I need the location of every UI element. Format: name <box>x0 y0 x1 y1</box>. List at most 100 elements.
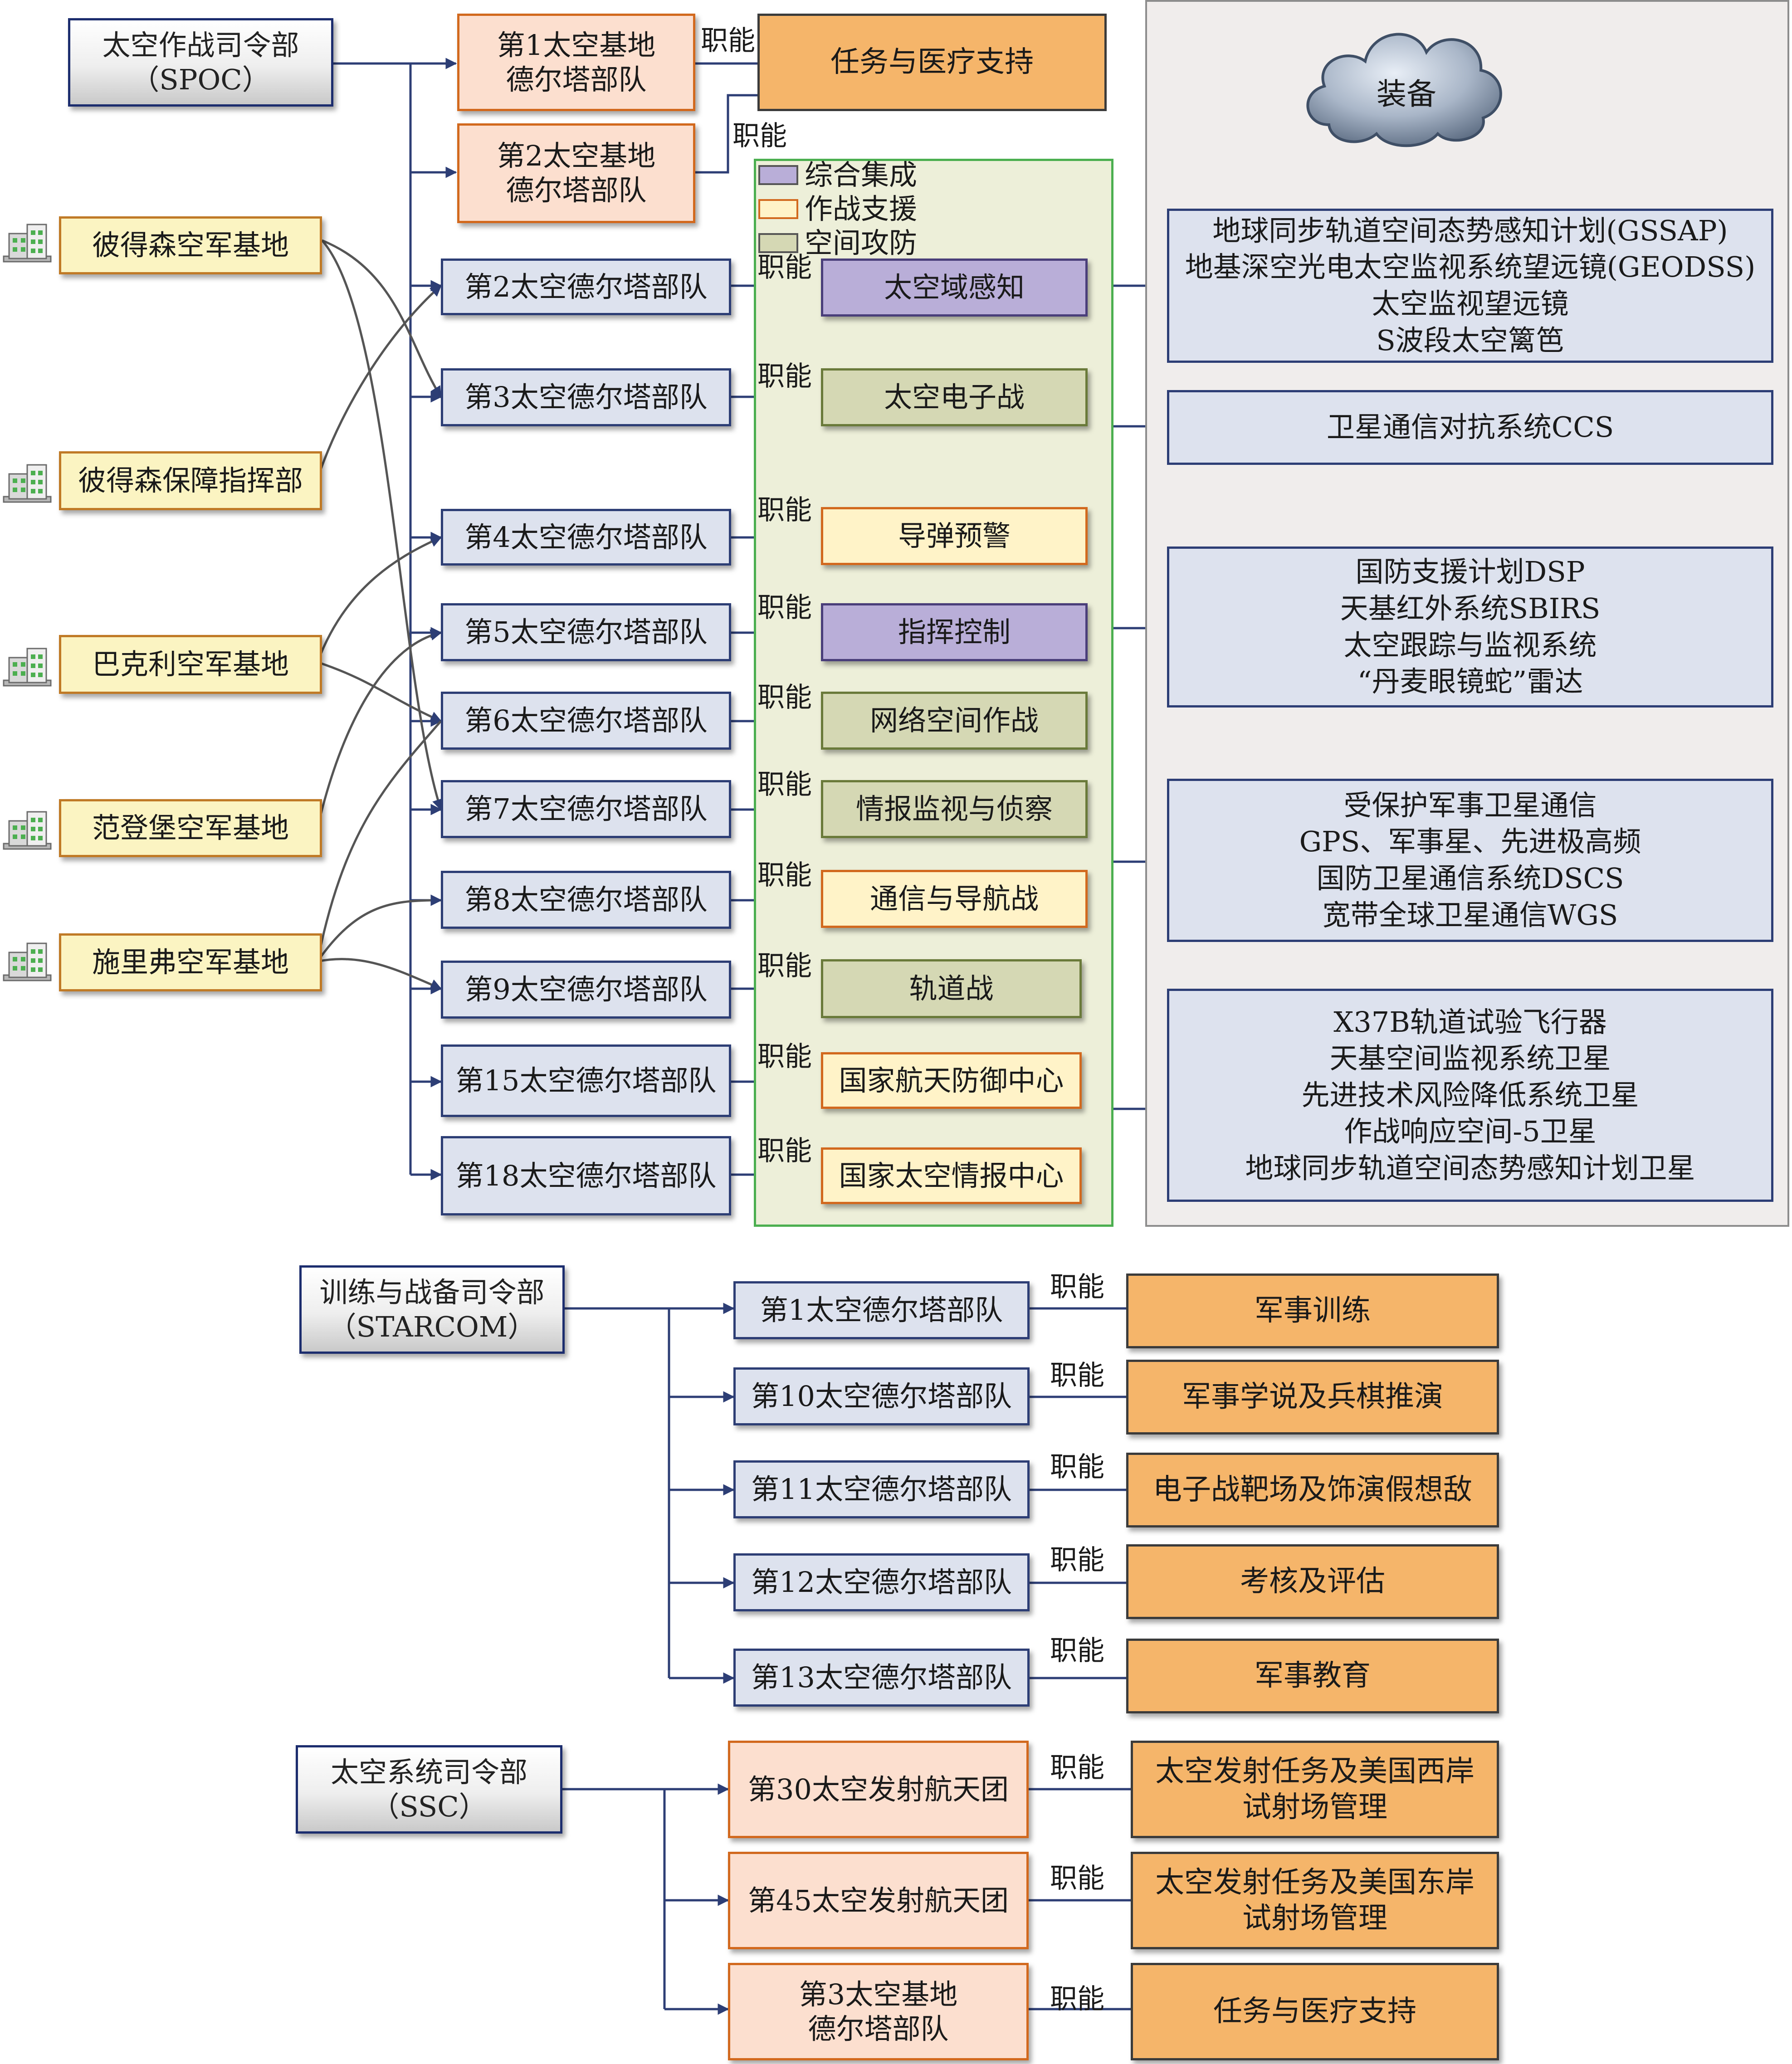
function-text: 军事训练 <box>1255 1294 1371 1328</box>
function-text: 网络空间作战 <box>869 704 1039 737</box>
unit-name: 第30太空发射航天团 <box>748 1772 1009 1806</box>
equipment-group-orbital[interactable]: X37B轨道试验飞行器 天基空间监视系统卫星 先进技术风险降低系统卫星 作战响应… <box>1167 989 1773 1202</box>
function-test-evaluation[interactable]: 考核及评估 <box>1126 1544 1499 1619</box>
legend-swatch <box>758 233 798 253</box>
function-cyberspace-operations[interactable]: 网络空间作战 <box>821 692 1088 750</box>
launch-wing-30[interactable]: 第30太空发射航天团 <box>728 1741 1029 1838</box>
unit-name: 第3太空基地 <box>799 1977 958 2011</box>
starcom-command[interactable]: 训练与战备司令部 （STARCOM） <box>299 1265 565 1354</box>
legend-label: 作战支援 <box>805 192 918 225</box>
delta-unit-5[interactable]: 第5太空德尔塔部队 <box>441 603 731 661</box>
function-orbital-warfare[interactable]: 轨道战 <box>821 959 1082 1018</box>
function-label: 职能 <box>757 1135 812 1167</box>
equipment-item: 卫星通信对抗系统CCS <box>1326 410 1614 444</box>
starcom-delta-1[interactable]: 第1太空德尔塔部队 <box>733 1281 1030 1339</box>
space-base-delta[interactable]: 第2太空基地 德尔塔部队 <box>457 123 695 223</box>
location-buckley-afb[interactable]: 巴克利空军基地 <box>59 635 322 694</box>
delta-unit-18[interactable]: 第18太空德尔塔部队 <box>441 1136 731 1215</box>
function-text: 试射场管理 <box>1242 1901 1387 1935</box>
space-base-delta-3[interactable]: 第3太空基地 德尔塔部队 <box>728 1963 1029 2060</box>
function-label: 职能 <box>757 1041 812 1073</box>
space-base-delta[interactable]: 第1太空基地 德尔塔部队 <box>457 14 695 111</box>
legend-support: 作战支援 <box>758 195 917 223</box>
function-label: 职能 <box>732 120 787 152</box>
function-mission-medical[interactable]: 任务与医疗支持 <box>757 14 1107 111</box>
equipment-group-space-awareness[interactable]: 地球同步轨道空间态势感知计划(GSSAP) 地基深空光电太空监视系统望远镜(GE… <box>1167 209 1773 363</box>
delta-unit-4[interactable]: 第4太空德尔塔部队 <box>441 509 731 566</box>
unit-name: 第9太空德尔塔部队 <box>464 973 708 1006</box>
starcom-delta-10[interactable]: 第10太空德尔塔部队 <box>733 1367 1030 1425</box>
location-peterson-garrison[interactable]: 彼得森保障指挥部 <box>59 451 322 510</box>
function-east-coast-launch[interactable]: 太空发射任务及美国东岸 试射场管理 <box>1131 1852 1499 1949</box>
function-national-space-defense-center[interactable]: 国家航天防御中心 <box>821 1052 1082 1109</box>
function-label: 职能 <box>757 361 812 392</box>
delta-unit-6[interactable]: 第6太空德尔塔部队 <box>441 692 731 750</box>
location-schriever-afb[interactable]: 施里弗空军基地 <box>59 933 322 991</box>
launch-wing-45[interactable]: 第45太空发射航天团 <box>728 1852 1029 1949</box>
location-vandenberg-afb[interactable]: 范登堡空军基地 <box>59 799 322 857</box>
function-mission-medical-ssc[interactable]: 任务与医疗支持 <box>1131 1963 1499 2060</box>
function-west-coast-launch[interactable]: 太空发射任务及美国西岸 试射场管理 <box>1131 1741 1499 1838</box>
unit-name: 第45太空发射航天团 <box>748 1883 1009 1917</box>
delta-unit-9[interactable]: 第9太空德尔塔部队 <box>441 961 731 1019</box>
function-navigation-warfare[interactable]: 通信与导航战 <box>821 870 1088 928</box>
location-name: 巴克利空军基地 <box>92 648 289 681</box>
unit-name: 第3太空德尔塔部队 <box>464 381 708 414</box>
function-label: 职能 <box>1050 1863 1104 1894</box>
function-military-education[interactable]: 军事教育 <box>1126 1639 1499 1713</box>
function-label: 职能 <box>1050 1451 1104 1483</box>
starcom-delta-12[interactable]: 第12太空德尔塔部队 <box>733 1553 1030 1611</box>
location-name: 施里弗空军基地 <box>92 946 289 979</box>
function-label: 职能 <box>757 859 812 891</box>
function-label: 职能 <box>757 252 812 283</box>
unit-name: 第1太空基地 <box>497 28 656 62</box>
delta-unit-3[interactable]: 第3太空德尔塔部队 <box>441 368 731 426</box>
command-abbr: （STARCOM） <box>328 1310 536 1343</box>
unit-name: 第1太空德尔塔部队 <box>760 1293 1003 1327</box>
command-abbr: （SSC） <box>371 1790 487 1823</box>
legend-integration: 综合集成 <box>758 161 917 189</box>
delta-unit-7[interactable]: 第7太空德尔塔部队 <box>441 780 731 838</box>
equipment-group-satcom[interactable]: 受保护军事卫星通信 GPS、军事星、先进极高频 国防卫星通信系统DSCS 宽带全… <box>1167 779 1773 942</box>
function-text: 试射场管理 <box>1242 1790 1387 1824</box>
equipment-item: X37B轨道试验飞行器 <box>1333 1005 1607 1039</box>
unit-name: 第18太空德尔塔部队 <box>455 1159 717 1192</box>
location-name: 彼得森保障指挥部 <box>78 464 303 498</box>
function-doctrine-wargaming[interactable]: 军事学说及兵棋推演 <box>1126 1360 1499 1435</box>
equipment-item: 天基红外系统SBIRS <box>1340 591 1601 625</box>
function-text: 通信与导航战 <box>869 882 1039 916</box>
function-military-training[interactable]: 军事训练 <box>1126 1274 1499 1348</box>
unit-name: 第5太空德尔塔部队 <box>464 615 708 649</box>
function-space-domain-awareness[interactable]: 太空域感知 <box>821 259 1088 317</box>
delta-unit-15[interactable]: 第15太空德尔塔部队 <box>441 1044 731 1117</box>
function-command-control[interactable]: 指挥控制 <box>821 603 1088 661</box>
function-national-space-intelligence-center[interactable]: 国家太空情报中心 <box>821 1147 1082 1204</box>
location-name: 范登堡空军基地 <box>92 811 289 845</box>
function-isr[interactable]: 情报监视与侦察 <box>821 780 1088 838</box>
location-peterson-afb[interactable]: 彼得森空军基地 <box>59 216 322 274</box>
function-label: 职能 <box>757 592 812 624</box>
function-label: 职能 <box>757 682 812 713</box>
equipment-item: 作战响应空间-5卫星 <box>1344 1115 1597 1148</box>
unit-name: 德尔塔部队 <box>506 174 647 207</box>
equipment-group-missile-warning[interactable]: 国防支援计划DSP 天基红外系统SBIRS 太空跟踪与监视系统 “丹麦眼镜蛇”雷… <box>1167 546 1773 708</box>
function-ew-range-aggressor[interactable]: 电子战靶场及饰演假想敌 <box>1126 1453 1499 1527</box>
starcom-delta-11[interactable]: 第11太空德尔塔部队 <box>733 1460 1030 1518</box>
delta-unit-2[interactable]: 第2太空德尔塔部队 <box>441 259 731 315</box>
function-label: 职能 <box>1050 1635 1104 1667</box>
spoc-command[interactable]: 太空作战司令部 （SPOC） <box>68 18 333 107</box>
building-icon <box>3 648 52 687</box>
building-icon <box>3 811 52 850</box>
function-space-electronic-warfare[interactable]: 太空电子战 <box>821 368 1088 426</box>
equipment-item: 宽带全球卫星通信WGS <box>1322 898 1618 932</box>
starcom-delta-13[interactable]: 第13太空德尔塔部队 <box>733 1649 1030 1707</box>
function-text: 国家太空情报中心 <box>839 1159 1064 1192</box>
ssc-command[interactable]: 太空系统司令部 （SSC） <box>296 1745 562 1834</box>
function-text: 情报监视与侦察 <box>855 792 1053 826</box>
unit-name: 第7太空德尔塔部队 <box>464 792 708 826</box>
function-text: 电子战靶场及饰演假想敌 <box>1153 1473 1472 1507</box>
unit-name: 第15太空德尔塔部队 <box>455 1064 717 1098</box>
equipment-group-electronic-warfare[interactable]: 卫星通信对抗系统CCS <box>1167 390 1773 465</box>
delta-unit-8[interactable]: 第8太空德尔塔部队 <box>441 871 731 929</box>
function-missile-warning[interactable]: 导弹预警 <box>821 507 1088 565</box>
